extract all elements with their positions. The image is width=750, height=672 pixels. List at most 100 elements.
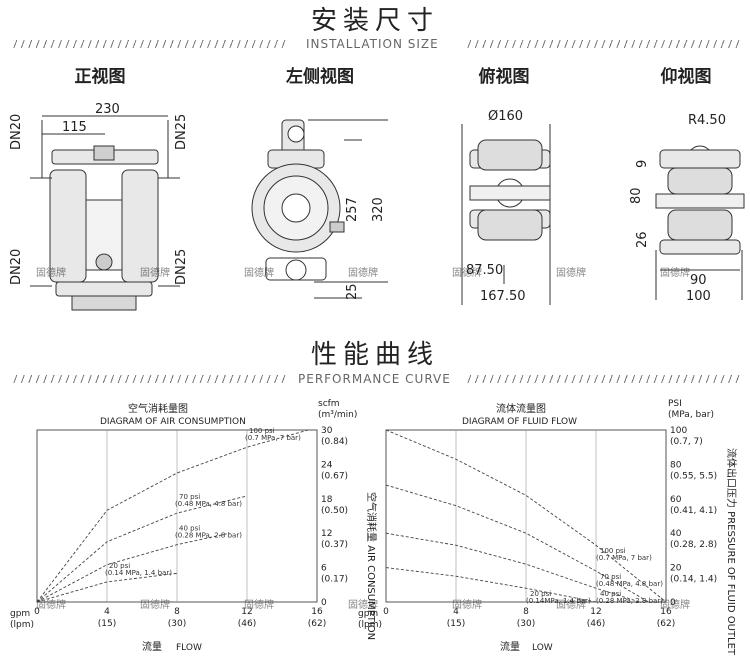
chart-1-x-tick-label: 16 bbox=[660, 607, 672, 617]
hatch-right-2 bbox=[466, 375, 742, 383]
dim-bottom-radius: R4.50 bbox=[688, 113, 726, 128]
svg-text:固德牌: 固德牌 bbox=[660, 266, 690, 279]
svg-text:固德牌: 固德牌 bbox=[556, 266, 586, 279]
chart-1-y-tick-label: 80 bbox=[670, 460, 682, 470]
chart-1-x-tick-label: 4 bbox=[453, 607, 459, 617]
svg-text:固德牌: 固德牌 bbox=[36, 598, 66, 611]
chart-0-y-tick-label: 12 bbox=[321, 529, 332, 539]
dim-front-outlet-top: DN25 bbox=[174, 114, 189, 150]
dim-front-width: 230 bbox=[95, 102, 120, 117]
view-label-bottom: 仰视图 bbox=[660, 67, 712, 87]
chart-1-series-note: (0.48 MPa, 4.8 bar) bbox=[596, 580, 663, 588]
air-consumption-chart: 空气消耗量图 DIAGRAM OF AIR CONSUMPTION scfm (… bbox=[10, 399, 378, 653]
dim-bottom-d3: 26 bbox=[635, 231, 650, 248]
chart-0-series-label: 70 psi bbox=[179, 493, 200, 501]
chart-1-y-tick-label: 0 bbox=[670, 598, 676, 608]
chart-1-x-tick-sublabel: (15) bbox=[447, 619, 465, 629]
dim-side-base: 25 bbox=[345, 283, 360, 300]
chart-1-y-tick-label: 40 bbox=[670, 529, 682, 539]
chart-0-y-tick-label: 24 bbox=[321, 460, 333, 470]
chart-1-xcaption-cn: 流量 bbox=[500, 640, 520, 653]
chart-0-series-label: 40 psi bbox=[179, 525, 200, 533]
chart-1-title-cn: 流体流量图 bbox=[496, 402, 546, 415]
chart-0-ylabel: 空气消耗量 AIR CONSUMPTION bbox=[365, 492, 378, 640]
view-label-side: 左侧视图 bbox=[286, 67, 354, 87]
chart-1-y-tick-sublabel: (0.55, 5.5) bbox=[670, 471, 717, 481]
installation-subtitle: INSTALLATION SIZE bbox=[300, 37, 445, 51]
dim-side-mid: 257 bbox=[345, 197, 360, 222]
dim-front-inlet-bottom: DN20 bbox=[9, 249, 24, 285]
bottom-view-drawing bbox=[655, 145, 745, 300]
dim-front-inlet-top: DN20 bbox=[9, 114, 24, 150]
chart-0-y-tick-label: 6 bbox=[321, 564, 327, 574]
dim-bottom-d1: 9 bbox=[635, 160, 650, 168]
chart-0-x-tick-sublabel: (15) bbox=[98, 619, 116, 629]
dim-front-outlet-bottom: DN25 bbox=[174, 249, 189, 285]
chart-0-series-line bbox=[36, 572, 178, 603]
chart-1-series-line bbox=[385, 429, 667, 603]
chart-0-x-tick-label: 16 bbox=[311, 607, 323, 617]
svg-text:固德牌: 固德牌 bbox=[36, 266, 66, 279]
chart-1-y-tick-sublabel: (0.41, 4.1) bbox=[670, 506, 717, 516]
fluid-flow-chart: 流体流量图 DIAGRAM OF FLUID FLOW PSI (MPa, ba… bbox=[358, 399, 738, 656]
chart-1-series-line bbox=[385, 532, 640, 603]
chart-1-y-tick-sublabel: (0.7, 7) bbox=[670, 437, 703, 447]
chart-0-y-tick-sublabel: (0.17) bbox=[321, 575, 348, 585]
chart-1-series-label: 40 psi bbox=[600, 590, 621, 598]
chart-1-x-tick-label: 0 bbox=[383, 607, 389, 617]
watermark-row-top: 固德牌 固德牌 固德牌 固德牌 固德牌 固德牌 固德牌 bbox=[36, 266, 690, 279]
chart-1-y-tick-label: 60 bbox=[670, 495, 682, 505]
chart-0-series-line bbox=[36, 429, 309, 603]
chart-1-y-tick-sublabel: (0.14, 1.4) bbox=[670, 575, 717, 585]
dim-side-total: 320 bbox=[371, 197, 386, 222]
chart-1-series-label: 70 psi bbox=[600, 573, 621, 581]
chart-1-x-tick-label: 8 bbox=[523, 607, 529, 617]
chart-0-series-line bbox=[36, 495, 248, 603]
hatch-left-2 bbox=[12, 375, 288, 383]
chart-1-y-tick-label: 20 bbox=[670, 564, 682, 574]
chart-0-y-tick-label: 30 bbox=[321, 426, 333, 436]
chart-0-xunit2: (lpm) bbox=[10, 620, 34, 630]
hatch-right bbox=[466, 40, 742, 48]
chart-0-series-note: (0.48 MPa, 4.8 bar) bbox=[175, 500, 242, 508]
chart-0-x-tick-sublabel: (46) bbox=[238, 619, 256, 629]
watermark-row-bottom: 固德牌 固德牌 固德牌 固德牌 固德牌 固德牌 固德牌 bbox=[36, 598, 690, 611]
chart-0-x-tick-sublabel: (30) bbox=[168, 619, 186, 629]
svg-text:固德牌: 固德牌 bbox=[452, 598, 482, 611]
chart-0-xcaption-cn: 流量 bbox=[142, 640, 162, 653]
performance-title: 性能曲线 bbox=[310, 340, 439, 370]
chart-0-y-tick-sublabel: (0.37) bbox=[321, 540, 348, 550]
dim-top-outer: 167.50 bbox=[480, 289, 526, 304]
chart-1-series-note: (0.28 MPa, 2.8 bar) bbox=[596, 597, 663, 605]
chart-1-xcaption-en: LOW bbox=[532, 643, 553, 653]
dim-front-half: 115 bbox=[62, 120, 87, 135]
chart-1-xunit2: (lpm) bbox=[358, 620, 382, 630]
side-view-drawing bbox=[251, 119, 388, 299]
chart-1-series-line bbox=[385, 567, 597, 603]
chart-0-series-note: (0.14 MPa, 1.4 bar) bbox=[105, 569, 172, 577]
chart-0-xcaption-en: FLOW bbox=[176, 643, 202, 653]
chart-0-x-tick-label: 8 bbox=[174, 607, 180, 617]
chart-1-y-unit2: (MPa, bar) bbox=[668, 410, 714, 420]
chart-1-series-note: (0.14MPa, 1.4 bar) bbox=[526, 597, 591, 605]
chart-0-title-cn: 空气消耗量图 bbox=[128, 402, 188, 415]
chart-1-y-tick-label: 100 bbox=[670, 426, 687, 436]
svg-text:固德牌: 固德牌 bbox=[452, 266, 482, 279]
performance-subtitle: PERFORMANCE CURVE bbox=[292, 372, 457, 386]
installation-title: 安装尺寸 bbox=[310, 6, 439, 36]
dim-top-diameter: Ø160 bbox=[488, 109, 523, 124]
svg-text:固德牌: 固德牌 bbox=[140, 266, 170, 279]
view-label-top: 俯视图 bbox=[478, 67, 530, 87]
svg-text:固德牌: 固德牌 bbox=[140, 598, 170, 611]
chart-0-title-en: DIAGRAM OF AIR CONSUMPTION bbox=[100, 417, 246, 427]
chart-0-y-tick-sublabel: (0.50) bbox=[321, 506, 348, 516]
front-view-drawing bbox=[30, 115, 180, 311]
chart-0-series-note: (0.28 MPa, 2.8 bar) bbox=[175, 532, 242, 540]
svg-text:固德牌: 固德牌 bbox=[348, 266, 378, 279]
dim-bottom-d2: 80 bbox=[629, 187, 644, 204]
chart-1-series-note: (0.7 MPa, 7 bar) bbox=[596, 554, 652, 562]
chart-1-x-tick-sublabel: (30) bbox=[517, 619, 535, 629]
chart-1-y-unit: PSI bbox=[668, 399, 682, 409]
